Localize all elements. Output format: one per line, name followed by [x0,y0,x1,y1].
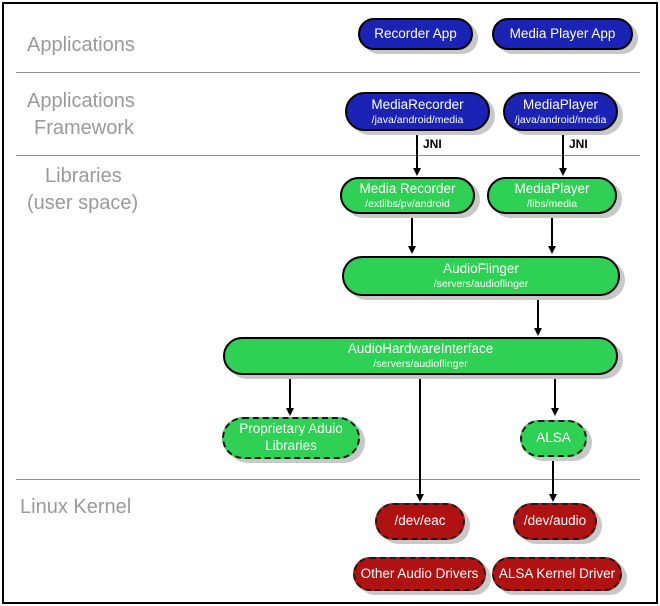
arrowhead-down-icon [286,408,295,416]
arrowhead-down-icon [413,168,422,176]
node-audioflinger: AudioFlinger /servers/audioflinger [342,256,620,296]
node-title: Recorder App [374,25,457,41]
arrowhead-down-icon [416,494,425,502]
node-title: Media Player App [509,25,616,41]
node-title: ALSA [536,430,571,446]
node-dev-audio: /dev/audio [513,503,597,540]
node-other-audio-drivers: Other Audio Drivers [353,557,486,591]
node-subtitle: /extlibs/pv/android [365,197,450,210]
edge-ahi-proprietary [289,375,291,409]
node-mediaplayer-framework: MediaPlayer /java/android/media [503,92,618,131]
divider-framework [16,155,640,156]
node-title: AudioHardwareInterface [347,341,494,357]
edge-alsa-devaudio [552,457,554,495]
node-subtitle: /java/android/media [514,113,607,126]
node-title-line2: Libraries [265,438,317,453]
node-dev-eac: /dev/eac [375,503,465,540]
arrowhead-down-icon [534,328,543,336]
node-subtitle: /java/android/media [371,113,464,126]
arrowhead-down-icon [559,168,568,176]
node-mediarecorder-framework: MediaRecorder /java/android/media [345,92,490,131]
arrowhead-down-icon [408,246,417,254]
node-subtitle: /libs/media [526,197,578,210]
section-label-linux-kernel: Linux Kernel [20,496,132,518]
section-label-applications: Applications [27,34,135,56]
node-title: MediaPlayer [522,96,599,112]
arrowhead-down-icon [549,494,558,502]
arrowhead-down-icon [548,246,557,254]
edge-mediarecorder-jni [416,131,418,170]
arrowhead-down-icon [551,408,560,416]
edge-ahi-alsa [554,375,556,409]
node-title: ALSA Kernel Driver [498,565,616,581]
node-title: /dev/audio [523,513,587,529]
node-title-line1: Proprietary Aduio [239,421,343,437]
node-title: AudioFlinger [443,261,519,277]
edge-mediaplayerlib-audioflinger [551,214,553,247]
edge-mediarecorderlib-audioflinger [411,214,413,247]
node-audio-hardware-interface: AudioHardwareInterface /servers/audiofli… [223,337,618,375]
node-alsa-kernel-driver: ALSA Kernel Driver [492,557,622,591]
section-label-libraries-line1: Libraries [45,165,122,187]
node-title: MediaPlayer [514,180,590,196]
edge-audioflinger-ahi [537,296,539,329]
node-media-player-app: Media Player App [492,18,633,50]
edge-mediaplayer-jni [562,131,564,170]
edge-ahi-deveac [419,375,421,495]
node-title: /dev/eac [394,513,446,529]
node-recorder-app: Recorder App [358,18,473,50]
node-alsa: ALSA [520,420,587,457]
node-media-recorder-lib: Media Recorder /extlibs/pv/android [340,177,475,214]
divider-kernel [16,479,640,480]
node-title: Media Recorder [359,180,456,196]
divider-applications [16,72,640,73]
node-subtitle: /servers/audioflinger [433,278,529,291]
node-mediaplayer-lib: MediaPlayer /libs/media [487,177,617,214]
section-label-framework-line2: Framework [34,117,135,139]
node-title: MediaRecorder [371,96,464,112]
edge-label-jni-right: JNI [569,137,588,151]
node-subtitle: /servers/audioflinger [373,358,468,371]
section-label-framework-line1: Applications [27,90,135,112]
node-title: Other Audio Drivers [360,565,479,581]
node-proprietary-audio-libraries: Proprietary Aduio Libraries [222,417,360,459]
section-label-libraries-line2: (user space) [27,192,139,214]
edge-label-jni-left: JNI [423,137,442,151]
